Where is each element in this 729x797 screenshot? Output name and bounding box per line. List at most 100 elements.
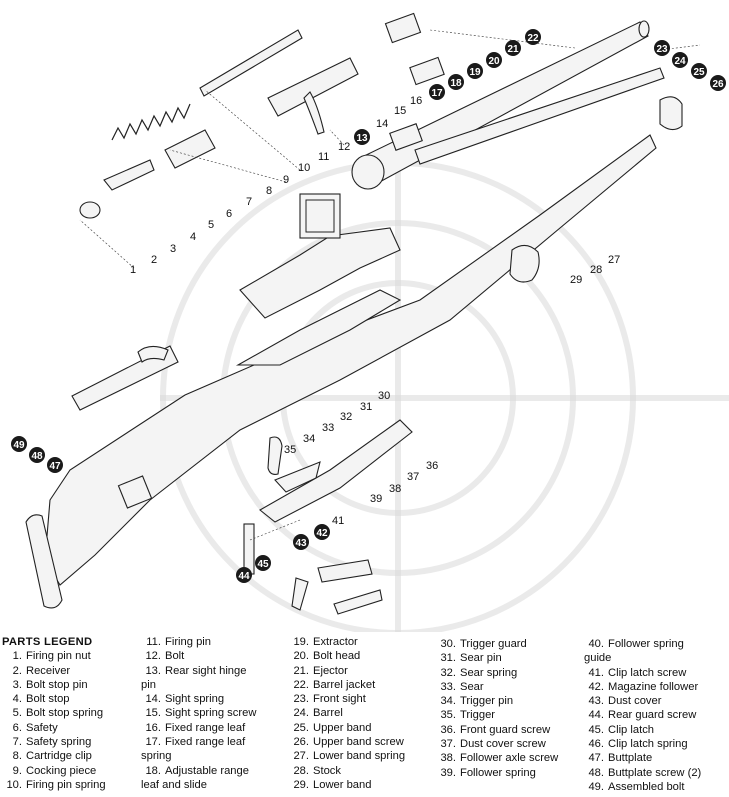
legend-item-number: 30. [440,638,456,650]
legend-item-text: Sear pin [460,652,502,665]
legend-item-text: Bolt [165,650,185,663]
part-label: 9 [283,174,289,186]
legend-item-number: 19. [293,636,309,648]
legend-item: 6. Safety [2,721,106,735]
part-label: 28 [590,264,602,276]
legend-item-text: Upper band screw [313,736,404,749]
legend-item-text: Barrel [313,707,343,720]
legend-title: PARTS LEGEND [2,636,93,648]
callout-45: 45 [255,555,271,571]
legend-item-text: Ejector [313,664,348,677]
legend-item-text: Clip latch screw [608,666,687,679]
legend-item-text: Firing pin nut [26,650,91,663]
legend-item-continuation: leaf and slide [141,778,207,791]
part-label: 27 [608,254,620,266]
part-label: 30 [378,390,390,402]
legend-item: 20.Bolt head [289,649,405,663]
legend-item: 46.Clip latch spring [584,737,701,751]
legend-item-number: 45. [588,723,604,736]
legend-item-number: 17. [145,736,161,749]
svg-text:13: 13 [356,133,368,144]
legend-item-text: Trigger [460,709,496,722]
firing-pin [199,29,303,97]
legend-item-number: 22. [293,678,309,691]
legend-item-text: Safety [26,721,58,734]
svg-text:24: 24 [674,56,686,67]
trigger [267,436,283,475]
legend-item-number: 6. [12,721,22,734]
callout-21: 21 [505,40,521,56]
legend-item-text: Assembled bolt [608,780,685,793]
cartridge-clip [299,193,341,239]
legend-item-text: Lower band [313,778,372,791]
legend-item: 5.Bolt stop spring [2,706,106,720]
legend-item-text: Front guard screw [460,723,551,736]
part-callouts: 13 17 18 19 20 21 22 23 24 25 26 42 43 4… [11,29,726,583]
legend-item-number: 11. [146,636,161,648]
callout-48: 48 [29,447,45,463]
part-label: 7 [246,196,252,208]
legend-item-number: 37. [440,738,456,751]
svg-text:23: 23 [656,44,668,55]
svg-text:45: 45 [257,559,269,570]
legend-item: 28.Stock [289,764,405,778]
legend-item-number: 1. [12,650,22,663]
legend-item-number: 41. [588,666,604,679]
legend-item-text: Barrel jacket [313,678,376,691]
legend-item: 41. Clip latch screw [584,666,701,680]
legend-item-text: Cocking piece [26,764,97,777]
legend-item-number: 33. [440,680,456,693]
legend-item-number: 10. [6,778,22,791]
legend-item-number: 3. [12,678,22,691]
svg-text:42: 42 [316,528,328,539]
legend-item: 29.Lower band [289,778,405,792]
leader-lines [79,29,701,541]
legend-item: 19.Extractor [289,635,405,649]
legend-item: 26.Upper band screw [289,735,405,749]
part-label: 12 [338,141,350,153]
legend-item-text: Receiver [26,664,71,677]
upper-band [659,96,683,131]
legend-item: 31.Sear pin [436,651,558,665]
callout-13: 13 [354,129,370,145]
legend-item: 8.Cartridge clip [2,749,106,763]
part-label: 1 [130,264,136,276]
part-label: 4 [190,231,196,243]
legend-item-number: 18. [145,764,161,777]
legend-item-text: Trigger guard [460,638,527,650]
firing-pin-spring [111,103,191,141]
bolt-small-parts [79,129,216,219]
part-label: 2 [151,254,157,266]
legend-item: 1. Firing pin nut [2,649,106,663]
part-number-labels: 1 2 3 4 5 6 7 8 9 10 11 12 14 15 16 27 2… [130,95,620,527]
callout-20: 20 [486,52,502,68]
callout-26: 26 [710,75,726,91]
callout-22: 22 [525,29,541,45]
legend-item: 17.Fixed range leaf [141,735,256,749]
legend-item-number: 7. [12,736,22,749]
legend-item: 49. Assembled bolt [584,780,701,794]
legend-item-number: 34. [440,695,456,708]
legend-item-text: Lower band spring [313,750,406,763]
part-label: 5 [208,219,214,231]
buttplate [25,514,63,609]
legend-item-number: 49. [588,780,604,793]
legend-item: 24.Barrel [289,706,405,720]
svg-text:19: 19 [469,67,481,78]
legend-item-text: Bolt stop spring [26,707,104,720]
svg-text:26: 26 [712,79,724,90]
legend-item-number: 42. [588,680,604,693]
legend-item: 15.Sight spring screw [141,706,256,720]
legend-item-continuation: spring [141,750,172,763]
part-label: 41 [332,515,344,527]
part-label: 16 [410,95,422,107]
legend-item-text: Trigger pin [460,695,514,708]
part-label: 33 [322,422,334,434]
legend-item-text: Sight spring [165,693,225,706]
legend-item-text: Adjustable range [165,764,249,777]
svg-text:44: 44 [238,571,250,582]
callout-24: 24 [672,52,688,68]
legend-item-number: 28. [293,764,309,777]
